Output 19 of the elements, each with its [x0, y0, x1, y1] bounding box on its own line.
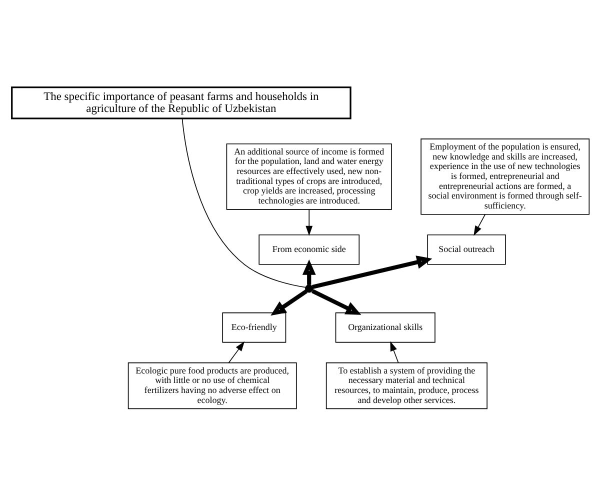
- node-circle: [305, 284, 314, 292]
- node-box: Ecologic pure food products are produced, with little or no use of chemical fertilizers having no adverse effect on ecology.: [128, 362, 297, 409]
- arrow: [312, 255, 432, 288]
- arrow: [228, 340, 245, 363]
- node-box: Social outreach: [427, 234, 506, 264]
- arrow: [311, 288, 362, 314]
- node-box: From economic side: [258, 234, 360, 264]
- arrow: [390, 340, 399, 363]
- arrow: [474, 214, 486, 236]
- arrow: [270, 289, 308, 316]
- node-box: Organizational skills: [335, 312, 436, 342]
- node-box: An additional source of income is formed for the population, land and water energy resources are effectively used, new non-traditional types of crops are introduced, crop yields are increased, processing technologies are introduced.: [226, 142, 392, 210]
- node-box: The specific importance of peasant farms and households in agriculture of the Republic of Uzbekistan: [11, 86, 352, 119]
- node-box: Eco-friendly: [222, 312, 286, 342]
- arrow: [302, 258, 316, 284]
- arrow: [306, 208, 313, 236]
- node-box: Employment of the population is ensured, new knowledge and skills are increased, experience in the use of new technologies is formed, entrepreneurial and entrepreneurial actions are formed, a social environment is formed through self-sufficiency.: [420, 138, 590, 214]
- node-box: To establish a system of providing the necessary material and technical resources, to maintain, produce, process and develop other services.: [326, 362, 488, 409]
- connector: [182, 118, 306, 288]
